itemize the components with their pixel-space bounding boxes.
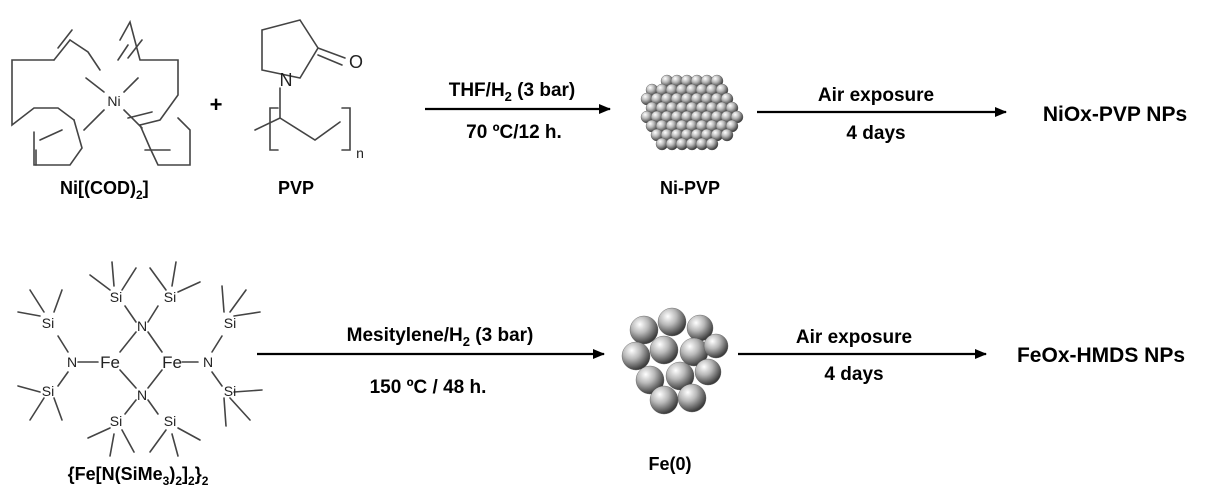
pvp-repeat-n: n: [356, 145, 364, 161]
sphere: [665, 361, 695, 391]
sphere: [635, 365, 665, 395]
n-atom-top: N: [137, 318, 147, 334]
sphere: [705, 137, 719, 151]
sphere: [677, 383, 707, 413]
si-atom: Si: [42, 383, 54, 399]
fe0-label: Fe(0): [648, 454, 691, 474]
si-atom: Si: [164, 413, 176, 429]
sphere: [720, 128, 734, 142]
si-atom: Si: [224, 315, 236, 331]
reaction1-air-above: Air exposure: [818, 85, 934, 106]
fe-atom-left: Fe: [100, 353, 120, 372]
sphere: [703, 333, 729, 359]
ni-cod2-structure: Ni: [11, 19, 191, 166]
pvp-o-atom: O: [349, 52, 363, 72]
si-atom: Si: [164, 289, 176, 305]
reaction1-air-below: 4 days: [846, 123, 905, 144]
pvp-n-atom: N: [280, 70, 293, 90]
ni-cod2-label: Ni[(COD)2]: [60, 178, 149, 202]
ni-atom-label: Ni: [107, 93, 120, 109]
feox-hmds-label: FeOx-HMDS NPs: [1017, 344, 1185, 367]
niox-pvp-label: NiOx-PVP NPs: [1043, 103, 1187, 126]
n-atom-bottom: N: [137, 387, 147, 403]
reaction1-conditions-above: THF/H2 (3 bar): [449, 80, 576, 104]
reaction1-conditions-below: 70 ºC/12 h.: [466, 122, 562, 143]
reaction2-conditions-below: 150 ºC / 48 h.: [370, 377, 487, 398]
reaction2-air-below: 4 days: [824, 364, 883, 385]
fe-nanoparticle-icon: [621, 307, 729, 415]
si-atom: Si: [110, 413, 122, 429]
reaction2-conditions-above: Mesitylene/H2 (3 bar): [347, 325, 534, 349]
n-atom-left: N: [67, 354, 77, 370]
si-atom: Si: [42, 315, 54, 331]
fe-atom-right: Fe: [162, 353, 182, 372]
pvp-label: PVP: [278, 178, 314, 198]
sphere: [629, 315, 659, 345]
fe-hmds-label: {Fe[N(SiMe3)2]2}2: [68, 464, 209, 488]
sphere: [649, 335, 679, 365]
fe-hmds-structure: Fe Fe N N N N Si Si Si Si Si Si Si Si: [17, 261, 263, 457]
n-atom-right: N: [203, 354, 213, 370]
reaction2-air-above: Air exposure: [796, 327, 912, 348]
si-atom: Si: [224, 383, 236, 399]
plus-sign: +: [210, 92, 223, 117]
ni-pvp-label: Ni-PVP: [660, 178, 720, 198]
sphere: [657, 307, 687, 337]
sphere: [621, 341, 651, 371]
sphere: [694, 358, 722, 386]
pvp-structure: N O n: [254, 19, 364, 161]
si-atom: Si: [110, 289, 122, 305]
ni-nanoparticle-icon: [640, 74, 744, 151]
sphere: [649, 385, 679, 415]
